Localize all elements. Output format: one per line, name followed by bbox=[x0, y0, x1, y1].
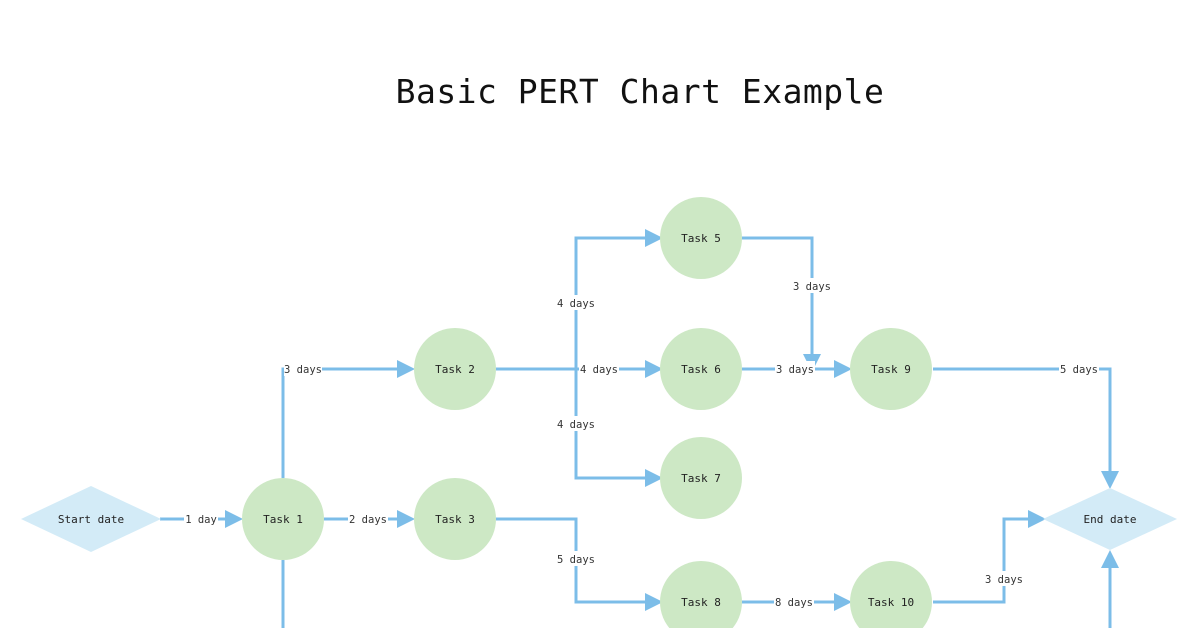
duration-label-task2-task6: 4 days bbox=[580, 364, 618, 376]
edge-task10-end bbox=[933, 510, 1046, 604]
task-9-circle bbox=[850, 328, 932, 410]
duration-label-task2-task7: 4 days bbox=[557, 419, 595, 431]
task-6-circle bbox=[660, 328, 742, 410]
task-1-node[interactable]: Task 1 bbox=[242, 478, 324, 560]
duration-task2-task6: 4 days bbox=[579, 361, 619, 376]
duration-task5-task9: 3 days bbox=[792, 278, 832, 293]
edge-task9-end bbox=[933, 367, 1119, 489]
duration-task3-task8: 5 days bbox=[556, 551, 596, 566]
task-2-label: Task 2 bbox=[435, 363, 475, 376]
task-5-label: Task 5 bbox=[681, 232, 721, 245]
duration-start-task1: 1 day bbox=[184, 511, 218, 526]
task-8-circle bbox=[660, 561, 742, 628]
task-10-label: Task 10 bbox=[868, 596, 914, 609]
task-7-label: Task 7 bbox=[681, 472, 721, 485]
nodes: Start date Task 1 Task 2 Task 3 Task 5 T… bbox=[21, 197, 1177, 628]
task-5-node[interactable]: Task 5 bbox=[660, 197, 742, 279]
duration-task9-end: 5 days bbox=[1059, 361, 1099, 376]
duration-task1-task2: 3 days bbox=[284, 361, 322, 376]
start-node[interactable]: Start date bbox=[21, 486, 161, 552]
task-9-label: Task 9 bbox=[871, 363, 911, 376]
duration-task10-end: 3 days bbox=[984, 571, 1024, 586]
duration-label-task2-task5: 4 days bbox=[557, 298, 595, 310]
start-diamond bbox=[21, 486, 161, 552]
task-2-circle bbox=[414, 328, 496, 410]
task-3-circle bbox=[414, 478, 496, 560]
task-3-label: Task 3 bbox=[435, 513, 475, 526]
task-7-node[interactable]: Task 7 bbox=[660, 437, 742, 519]
duration-label-task5-task9: 3 days bbox=[793, 281, 831, 293]
duration-task6-task9: 3 days bbox=[775, 361, 815, 376]
task-1-label: Task 1 bbox=[263, 513, 303, 526]
task-1-circle bbox=[242, 478, 324, 560]
edge-labels: 1 day 3 days 2 days 4 days 4 days 4 days… bbox=[184, 278, 1099, 609]
task-6-node[interactable]: Task 6 bbox=[660, 328, 742, 410]
edge-task5-task9 bbox=[742, 236, 821, 372]
duration-label-task1-task2: 3 days bbox=[284, 364, 322, 376]
edge-task2-task5 bbox=[574, 229, 663, 369]
task-7-circle bbox=[660, 437, 742, 519]
task-10-node[interactable]: Task 10 bbox=[850, 561, 932, 628]
duration-label-task6-task9: 3 days bbox=[776, 364, 814, 376]
duration-task2-task5: 4 days bbox=[556, 295, 596, 310]
duration-label-task3-task8: 5 days bbox=[557, 554, 595, 566]
duration-label-task9-end: 5 days bbox=[1060, 364, 1098, 376]
task-8-label: Task 8 bbox=[681, 596, 721, 609]
task-3-node[interactable]: Task 3 bbox=[414, 478, 496, 560]
duration-task2-task7: 4 days bbox=[556, 416, 596, 431]
task-8-node[interactable]: Task 8 bbox=[660, 561, 742, 628]
edges bbox=[160, 229, 1119, 628]
duration-label-task10-end: 3 days bbox=[985, 574, 1023, 586]
duration-task1-task3: 2 days bbox=[348, 511, 388, 526]
edge-task1-task2 bbox=[281, 360, 415, 478]
duration-label-start-task1: 1 day bbox=[185, 514, 217, 526]
duration-label-task1-task3: 2 days bbox=[349, 514, 387, 526]
task-2-node[interactable]: Task 2 bbox=[414, 328, 496, 410]
duration-label-task8-task10: 8 days bbox=[775, 597, 813, 609]
task-6-label: Task 6 bbox=[681, 363, 721, 376]
task-9-node[interactable]: Task 9 bbox=[850, 328, 932, 410]
edge-task2-task7 bbox=[574, 369, 663, 487]
end-node-label: End date bbox=[1084, 513, 1137, 526]
start-node-label: Start date bbox=[58, 513, 124, 526]
end-diamond bbox=[1043, 488, 1177, 550]
task-10-circle bbox=[850, 561, 932, 628]
page-title: Basic PERT Chart Example bbox=[395, 72, 885, 111]
duration-task8-task10: 8 days bbox=[774, 594, 814, 609]
end-node[interactable]: End date bbox=[1043, 488, 1177, 550]
task-5-circle bbox=[660, 197, 742, 279]
